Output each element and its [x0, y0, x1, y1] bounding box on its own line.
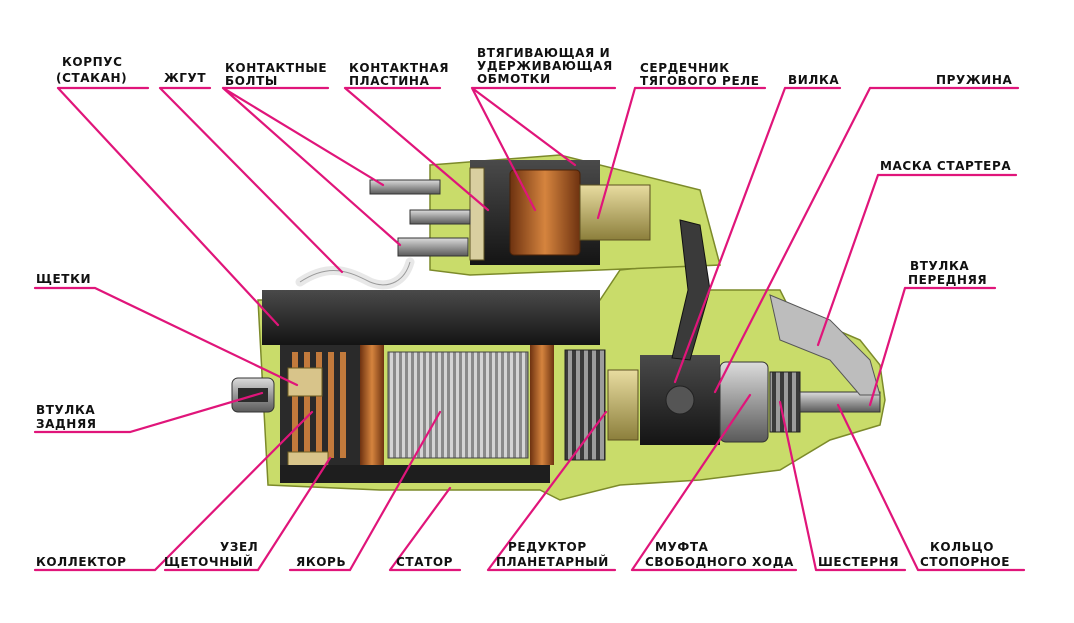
- contact-plate: [469, 167, 485, 261]
- label-uzel-1: УЗЕЛ: [220, 540, 258, 554]
- solenoid-plunger: [579, 184, 651, 241]
- armature-core: [387, 351, 529, 459]
- leader-korpus: [56, 86, 280, 327]
- label-maska: МАСКА СТАРТЕРА: [880, 159, 1011, 173]
- label-mufta-2: СВОБОДНОГО ХОДА: [645, 555, 794, 569]
- leader-maska: [816, 173, 1018, 347]
- leader-bolty: [221, 86, 402, 247]
- leader-obmotki: [470, 86, 617, 212]
- commutator-segments: [292, 352, 346, 458]
- label-koltso-2: СТОПОРНОЕ: [920, 555, 1010, 569]
- label-vtulka-pered-2: ПЕРЕДНЯЯ: [908, 273, 987, 287]
- drive-end-mask: [769, 294, 881, 396]
- leader-plastina: [343, 86, 490, 212]
- fork-lever: [671, 219, 711, 361]
- contact-bolt-top: [369, 179, 441, 195]
- leader-stator: [388, 486, 462, 572]
- label-reduktor-1: РЕДУКТОР: [508, 540, 587, 554]
- label-pruzhina: ПРУЖИНА: [936, 73, 1012, 87]
- armature-windings-right: [530, 345, 554, 465]
- label-serdechnik-1: СЕРДЕЧНИК: [640, 61, 730, 75]
- leader-kollektor: [33, 410, 314, 572]
- label-shesternya: ШЕСТЕРНЯ: [818, 555, 899, 569]
- label-vtulka-pered-1: ВТУЛКА: [910, 259, 969, 273]
- leader-pruzhina: [713, 86, 1020, 394]
- output-shaft: [799, 391, 881, 413]
- label-kollektor: КОЛЛЕКТОР: [36, 555, 127, 569]
- brush-holder: [287, 367, 323, 397]
- label-obmotki-3: ОБМОТКИ: [477, 72, 551, 86]
- label-serdechnik-2: ТЯГОВОГО РЕЛЕ: [640, 74, 760, 88]
- label-vilka: ВИЛКА: [788, 73, 839, 87]
- rear-case: [262, 290, 600, 345]
- leader-vtulka-zad: [33, 391, 264, 434]
- label-mufta-1: МУФТА: [655, 540, 709, 554]
- contact-bolt-low: [397, 237, 469, 257]
- label-korpus-2: (СТАКАН): [56, 71, 127, 85]
- label-korpus-1: КОРПУС: [62, 55, 123, 69]
- leader-serdechnik: [596, 86, 767, 220]
- label-shchetki: ЩЕТКИ: [36, 272, 91, 286]
- leader-shesternya: [778, 400, 907, 572]
- label-plastina-1: КОНТАКТНАЯ: [349, 61, 449, 75]
- leader-shchetki: [33, 286, 299, 387]
- label-reduktor-2: ПЛАНЕТАРНЫЙ: [496, 554, 609, 569]
- planetary-gear: [564, 349, 606, 461]
- leader-yakor: [288, 410, 442, 572]
- leader-mufta: [630, 393, 798, 572]
- stator-shell: [280, 465, 550, 483]
- label-koltso-1: КОЛЬЦО: [930, 540, 994, 554]
- leader-koltso: [836, 403, 1026, 572]
- label-bolty-1: КОНТАКТНЫЕ: [225, 61, 327, 75]
- label-yakor: ЯКОРЬ: [296, 555, 346, 569]
- label-plastina-2: ПЛАСТИНА: [349, 74, 430, 88]
- leader-vtulka-pered: [868, 286, 997, 407]
- fork-pivot: [665, 385, 695, 415]
- starter-body: [231, 154, 886, 501]
- armature-windings-left: [360, 345, 384, 465]
- leader-uzel: [163, 456, 332, 572]
- label-stator: СТАТОР: [396, 555, 453, 569]
- leader-zhgut: [158, 86, 344, 274]
- label-vtulka-zad-1: ВТУЛКА: [36, 403, 95, 417]
- labels: КОРПУС (СТАКАН) ЖГУТ КОНТАКТНЫЕ БОЛТЫ КО…: [36, 46, 1012, 569]
- leader-reduktor: [486, 410, 617, 572]
- label-bolty-2: БОЛТЫ: [225, 74, 278, 88]
- label-uzel-2: ЩЕТОЧНЫЙ: [164, 554, 254, 569]
- leader-vilka: [673, 86, 842, 384]
- planetary-carrier: [607, 369, 639, 441]
- contact-bolt-mid: [409, 209, 471, 225]
- label-zhgut: ЖГУТ: [164, 71, 206, 85]
- label-vtulka-zad-2: ЗАДНЯЯ: [36, 417, 97, 431]
- leader-lines: [33, 86, 1026, 572]
- label-obmotki-1: ВТЯГИВАЮЩАЯ И: [477, 46, 610, 60]
- label-obmotki-2: УДЕРЖИВАЮЩАЯ: [477, 59, 613, 73]
